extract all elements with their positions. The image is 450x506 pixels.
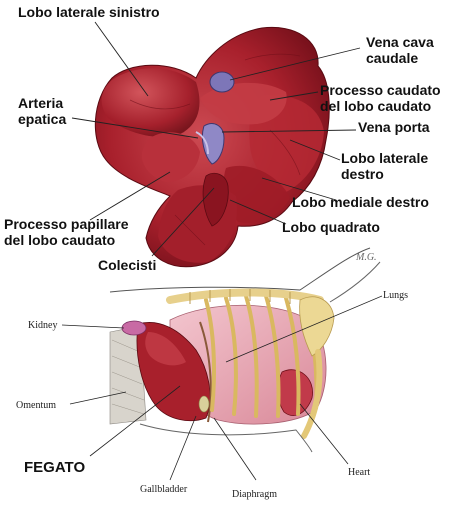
- label-lobo-laterale-destro: Lobo laterale destro: [341, 150, 428, 182]
- label-processo-caudato-line2: del lobo caudato: [320, 98, 432, 114]
- label-processo-papillare: Processo papillare del lobo caudato: [4, 216, 129, 248]
- body-illustration: [109, 247, 381, 453]
- ventral-outline: [139, 423, 313, 453]
- left-lateral-lobe: [101, 68, 200, 138]
- kidney-shape: [121, 320, 147, 336]
- caudal-vena-cava: [209, 71, 235, 93]
- label-processo-papillare-line1: Processo papillare: [4, 216, 129, 232]
- liver-illustration: [94, 26, 330, 268]
- liver-shading: [129, 53, 301, 246]
- label-heart: Heart: [348, 467, 371, 478]
- label-processo-caudato-line1: Processo caudato: [320, 82, 441, 98]
- diaphragm-shape: [199, 321, 212, 423]
- spine: [166, 288, 324, 304]
- label-fegato: FEGATO: [24, 459, 86, 476]
- label-lungs: Lungs: [383, 290, 408, 301]
- omentum-texture: [111, 339, 145, 415]
- label-lobo-laterale-destro-line1: Lobo laterale: [341, 150, 429, 166]
- bottom-leader-lines: [61, 295, 383, 481]
- gallbladder-shape: [202, 172, 229, 227]
- label-kidney: Kidney: [28, 320, 58, 331]
- label-gallbladder: Gallbladder: [140, 484, 188, 495]
- label-processo-papillare-line2: del lobo caudato: [4, 232, 116, 248]
- label-omentum: Omentum: [16, 400, 56, 411]
- vertebrae: [189, 289, 291, 304]
- hepatic-artery: [195, 131, 209, 155]
- label-vena-porta: Vena porta: [358, 119, 430, 135]
- label-vena-cava-caudale: Vena cava caudale: [366, 34, 434, 66]
- label-lobo-quadrato: Lobo quadrato: [282, 219, 380, 235]
- dorsal-outline: [109, 247, 371, 293]
- right-medial-lobe: [223, 165, 290, 223]
- body-gallbladder-shape: [198, 395, 210, 413]
- label-processo-caudato: Processo caudato del lobo caudato: [320, 82, 441, 114]
- artist-signature: M.G.: [356, 252, 377, 263]
- papillary-process: [141, 132, 200, 182]
- label-lobo-mediale-destro: Lobo mediale destro: [292, 194, 429, 210]
- label-vena-cava-line2: caudale: [366, 50, 419, 66]
- top-leader-lines: [71, 21, 361, 257]
- caudate-process: [200, 82, 287, 125]
- label-lobo-laterale-sinistro: Lobo laterale sinistro: [18, 4, 160, 20]
- label-arteria-line2: epatica: [18, 111, 67, 127]
- forelimb-bone: [301, 349, 323, 439]
- label-diaphragm: Diaphragm: [232, 489, 277, 500]
- label-colecisti: Colecisti: [98, 257, 157, 273]
- label-arteria-epatica: Arteria epatica: [18, 95, 66, 127]
- neck-outline: [329, 261, 381, 303]
- label-vena-cava-line1: Vena cava: [366, 34, 434, 50]
- label-lobo-laterale-destro-line2: destro: [341, 166, 384, 182]
- body-liver-highlight: [145, 332, 186, 366]
- label-arteria-line1: Arteria: [18, 95, 64, 111]
